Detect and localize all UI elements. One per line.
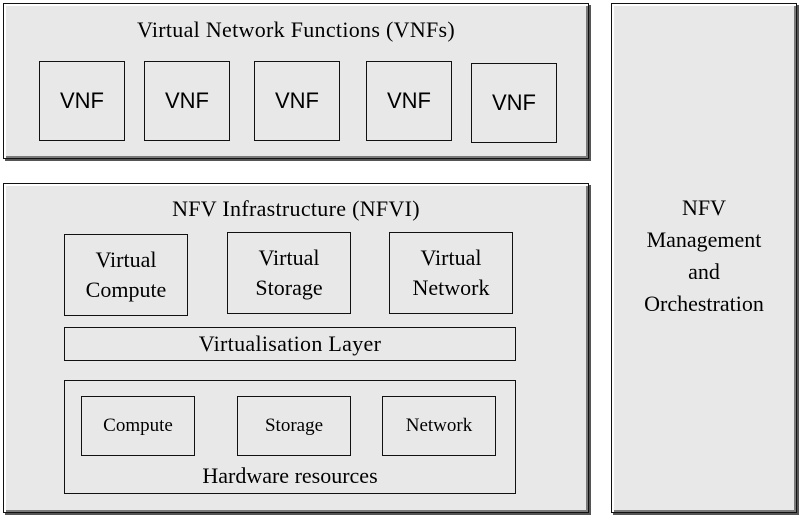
virtual-storage-line2: Storage [255, 275, 323, 300]
vnf-box: VNF [144, 61, 230, 141]
virtual-network-line1: Virtual [420, 245, 482, 271]
hardware-storage-box: Storage [237, 396, 351, 456]
mano-line-4: Orchestration [644, 290, 764, 316]
hardware-network-box: Network [382, 396, 496, 456]
vnf-box: VNF [254, 61, 340, 141]
virtual-compute-line2: Compute [85, 277, 167, 302]
virtual-storage-line1: Virtual [258, 245, 320, 271]
vnf-box: VNF [366, 61, 452, 141]
nfvi-panel-title: NFV Infrastructure (NFVI) [172, 196, 420, 221]
hardware-resources-box: Compute Storage Network Hardware resourc… [64, 380, 516, 494]
virtualisation-layer-box: Virtualisation Layer [64, 327, 516, 361]
virtual-compute-line1: Virtual [95, 247, 157, 273]
mano-label: NFV Management and Orchestration [644, 192, 764, 320]
vnf-panel: Virtual Network Functions (VNFs) VNF VNF… [3, 3, 589, 159]
mano-line-3: and [688, 258, 720, 284]
vnf-panel-title: Virtual Network Functions (VNFs) [136, 17, 456, 42]
hardware-resources-label: Hardware resources [202, 463, 378, 488]
vnf-box: VNF [471, 63, 557, 143]
hardware-compute-box: Compute [81, 396, 195, 456]
mano-panel: NFV Management and Orchestration [611, 3, 797, 513]
virtual-network-line2: Network [412, 275, 490, 300]
vnf-box: VNF [39, 61, 125, 141]
mano-line-2: Management [646, 226, 762, 252]
mano-line-1: NFV [681, 194, 726, 220]
